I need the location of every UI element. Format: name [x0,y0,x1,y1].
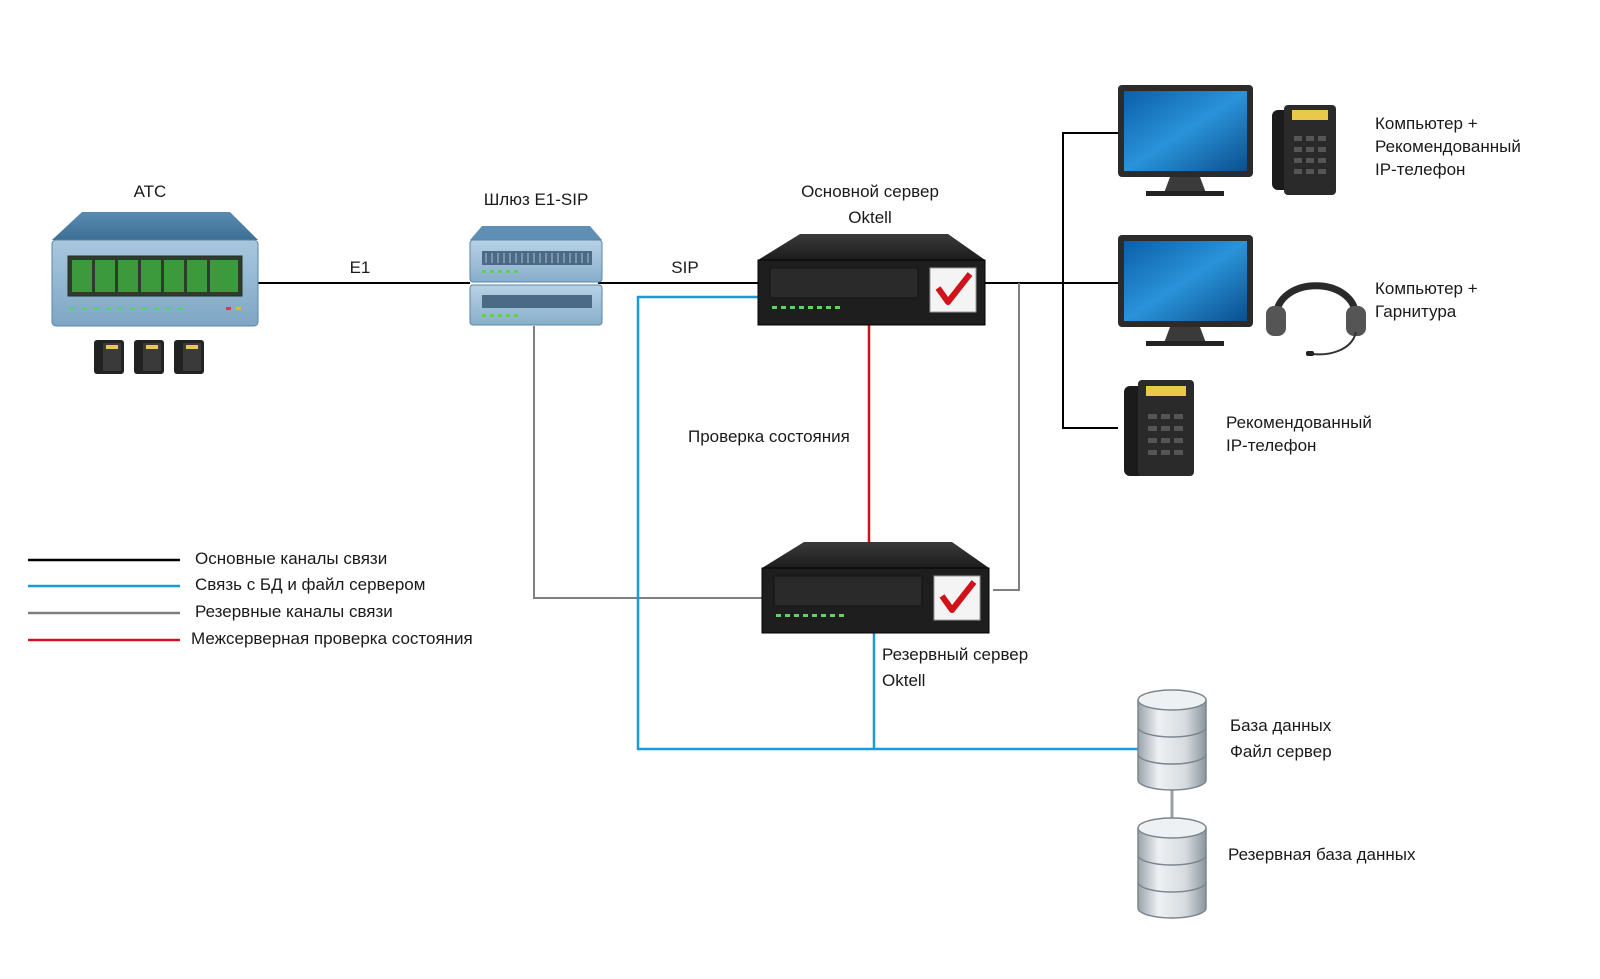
connection-lines [257,132,1174,818]
backup-server-icon [761,542,990,634]
pbx-phones-icon [94,340,204,374]
backup-db-label: Резервная база данных [1228,845,1416,864]
link-label-sip: SIP [671,258,699,277]
link-backup-server-clients [993,283,1020,591]
legend-label-main: Основные каналы связи [195,549,388,568]
legend-swatches [28,558,180,642]
database-icon [1137,689,1207,791]
pbx-device-icon [51,212,259,327]
main-server-title-line1: Основной сервер [801,182,939,201]
link-gateway-backup-server [533,326,762,599]
gateway-device-icon [469,226,603,326]
database-label-line2: Файл сервер [1230,742,1332,761]
computer-monitor-icon-2 [1118,235,1253,346]
database-label-line1: База данных [1230,716,1332,735]
pc-phone-label-line1: Компьютер + [1375,114,1478,133]
ip-phone-icon [1272,105,1336,195]
headset-icon [1266,282,1366,356]
pc-headset-label-line2: Гарнитура [1375,302,1457,321]
computer-monitor-icon [1118,85,1253,196]
legend-label-db: Связь с БД и файл сервером [195,575,426,594]
pc-phone-label-line2: Рекомендованный [1375,137,1521,156]
pc-phone-label-line3: IP-телефон [1375,160,1466,179]
backup-server-title-line1: Резервный сервер [882,645,1029,664]
legend-label-health: Межсерверная проверка состояния [191,629,473,648]
ip-phone-icon-2 [1124,380,1194,476]
pbx-title: АТС [133,182,167,201]
link-main-server-db [636,295,1138,751]
main-server-title-line2: Oktell [848,208,892,227]
link-label-e1: E1 [349,258,371,277]
main-server-icon [757,234,986,326]
ip-phone-label-line2: IP-телефон [1226,436,1317,455]
ip-phone-label-line1: Рекомендованный [1226,413,1372,432]
backup-server-title-line2: Oktell [882,671,926,690]
link-client-bus [1062,132,1118,429]
gateway-title: Шлюз E1-SIP [483,190,589,209]
legend-label-backup: Резервные каналы связи [195,602,393,621]
link-label-health-check: Проверка состояния [688,427,850,446]
pc-headset-label-line1: Компьютер + [1375,279,1478,298]
backup-database-icon [1137,817,1207,919]
